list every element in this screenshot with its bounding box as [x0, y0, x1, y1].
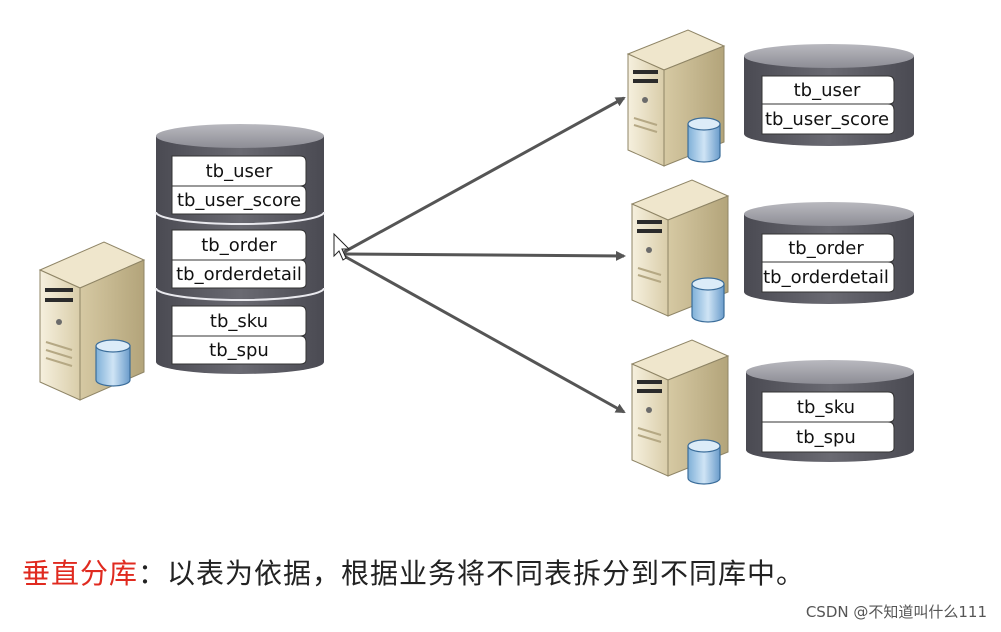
table-label: tb_user [206, 161, 273, 182]
split-arrows [343, 96, 626, 414]
table-label: tb_order [201, 235, 277, 256]
target-database-3: tb_sku tb_spu [746, 360, 914, 462]
table-label: tb_user_score [765, 109, 889, 130]
arrow-to-target-1 [343, 96, 626, 254]
table-label: tb_orderdetail [176, 264, 302, 285]
table-label: tb_sku [210, 311, 268, 332]
table-label: tb_order [788, 238, 864, 259]
source-table-group-2: tb_order tb_orderdetail [171, 229, 307, 289]
source-table-group-1: tb_user tb_user_score [171, 155, 307, 215]
target-database-2: tb_order tb_orderdetail [744, 202, 914, 304]
database-icon [687, 439, 721, 485]
target-server-1-icon [626, 29, 726, 167]
vertical-sharding-diagram: tb_user tb_user_score tb_order tb_orderd… [38, 29, 914, 485]
target-server-3-icon [630, 339, 730, 485]
table-label: tb_spu [796, 427, 856, 448]
arrow-to-target-2 [343, 250, 626, 261]
source-table-group-3: tb_sku tb_spu [171, 305, 307, 365]
table-label: tb_sku [797, 397, 855, 418]
watermark: CSDN @不知道叫什么111 [805, 603, 987, 621]
table-label: tb_orderdetail [763, 267, 889, 288]
source-server-icon [38, 241, 146, 401]
table-label: tb_spu [209, 340, 269, 361]
caption-separator: ： [138, 557, 168, 590]
table-label: tb_user [794, 80, 861, 101]
caption-term: 垂直分库 [22, 557, 139, 590]
database-icon [687, 117, 721, 163]
mouse-cursor-icon [333, 232, 351, 261]
target-server-2-icon [630, 179, 730, 323]
database-icon [691, 277, 725, 323]
database-icon [95, 339, 131, 387]
target-database-1: tb_user tb_user_score [744, 44, 914, 146]
table-label: tb_user_score [177, 190, 301, 211]
caption: 垂直分库：以表为依据，根据业务将不同表拆分到不同库中。 [22, 552, 805, 592]
caption-text: 以表为依据，根据业务将不同表拆分到不同库中。 [167, 557, 806, 590]
arrow-to-target-3 [343, 254, 626, 414]
